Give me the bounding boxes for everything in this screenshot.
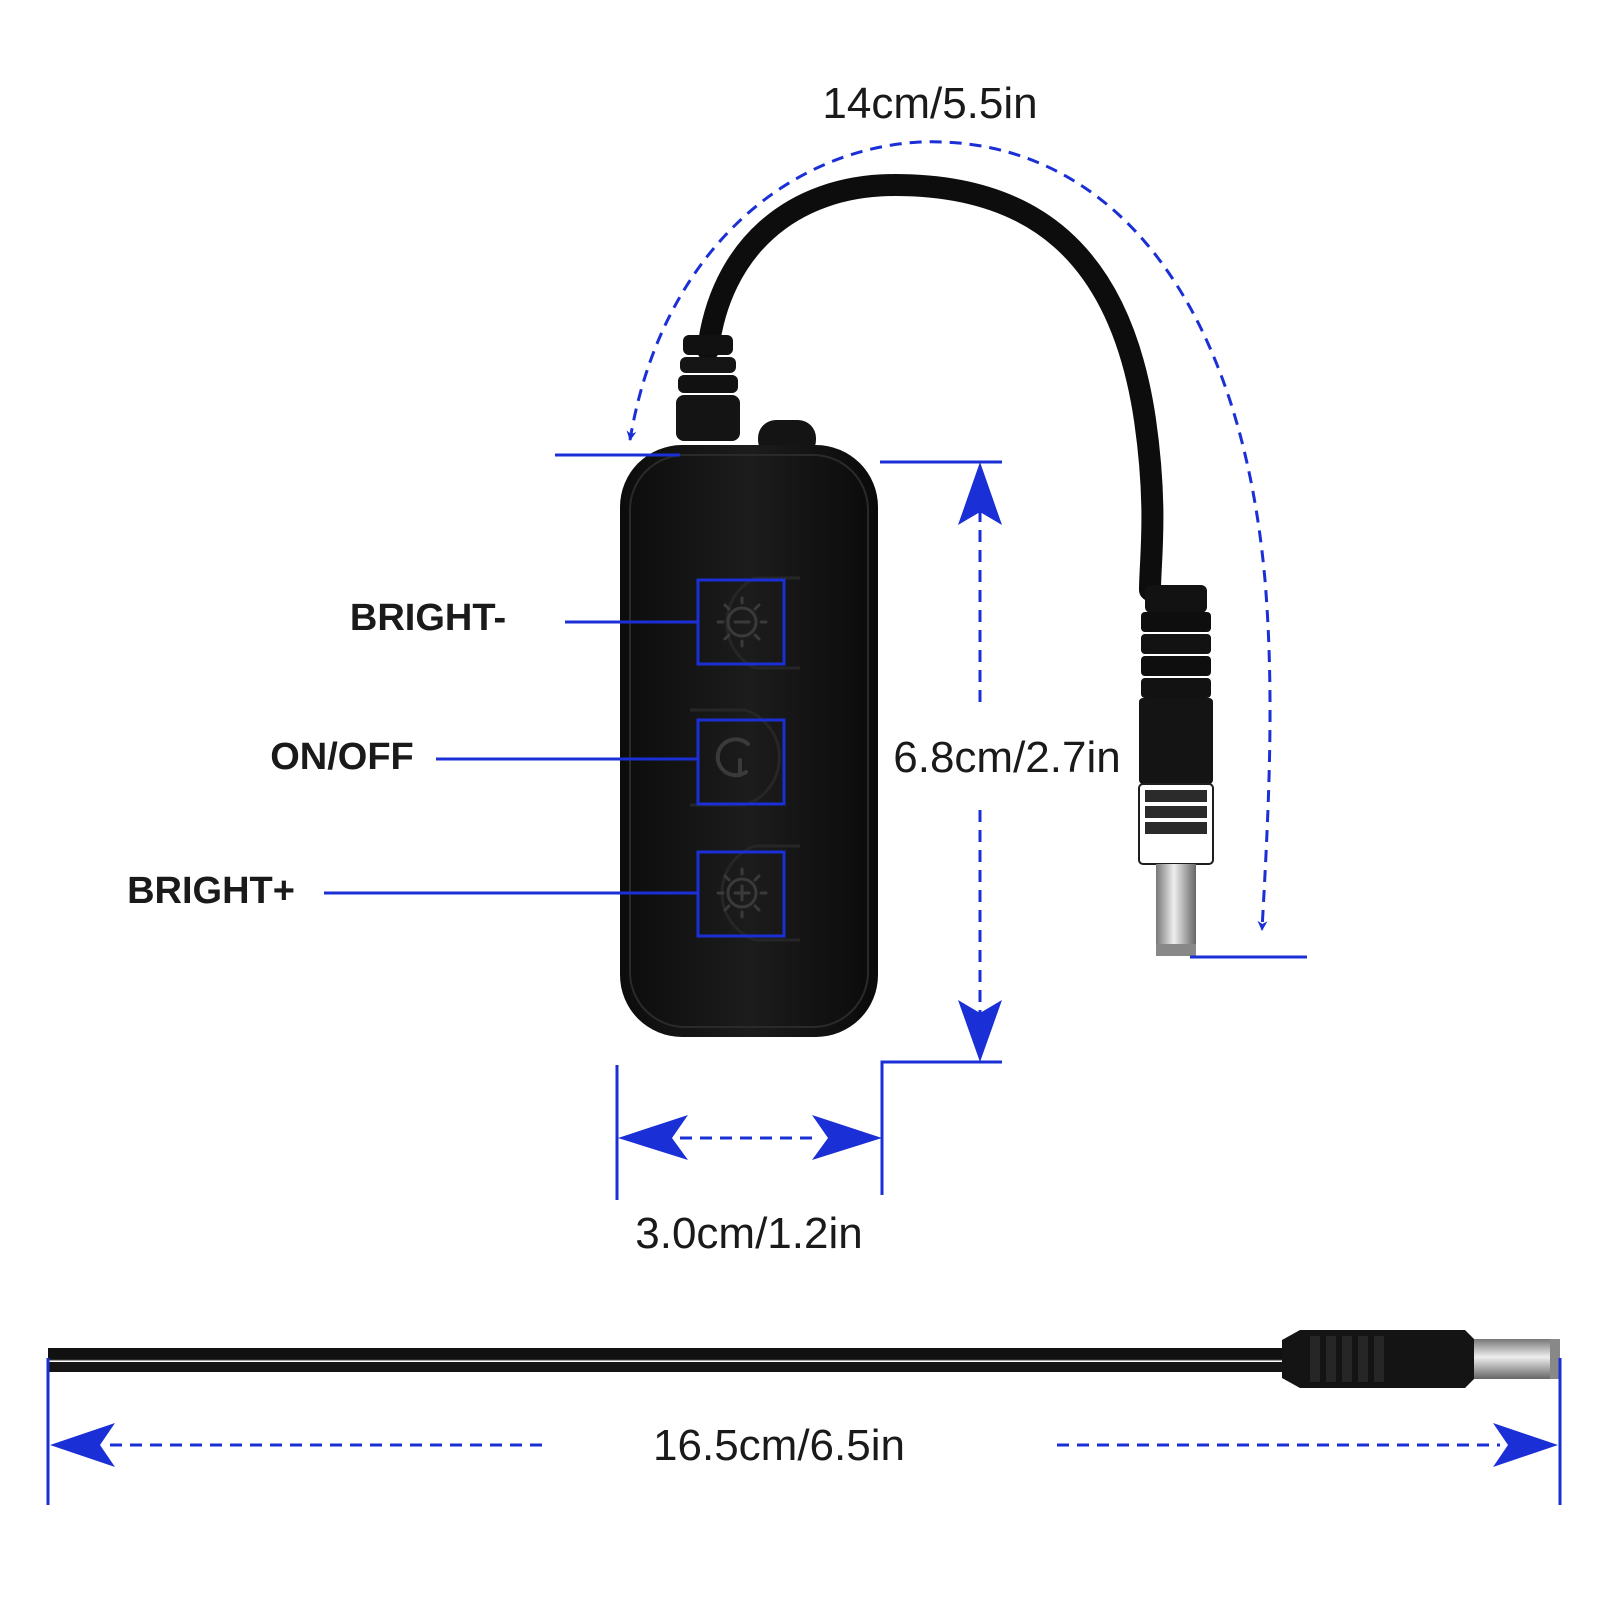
upper-dc-connector: [1138, 585, 1214, 956]
width-label: 3.0cm/1.2in: [635, 1209, 862, 1258]
cable-length-arc: [626, 140, 1272, 931]
bright-plus-label: BRIGHT+: [127, 870, 295, 912]
height-bottom-tick: [880, 1060, 1002, 1195]
lower-cable: [48, 1348, 1288, 1372]
dimmer-body: [620, 445, 878, 1037]
height-label: 6.8cm/2.7in: [893, 733, 1120, 782]
lower-dc-connector: [1282, 1330, 1560, 1388]
bright-minus-label: BRIGHT-: [350, 597, 506, 639]
strain-relief: [676, 335, 740, 441]
total-length-label: 16.5cm/6.5in: [653, 1421, 905, 1470]
cable-length-label: 14cm/5.5in: [822, 79, 1037, 128]
power-label: ON/OFF: [270, 736, 414, 778]
